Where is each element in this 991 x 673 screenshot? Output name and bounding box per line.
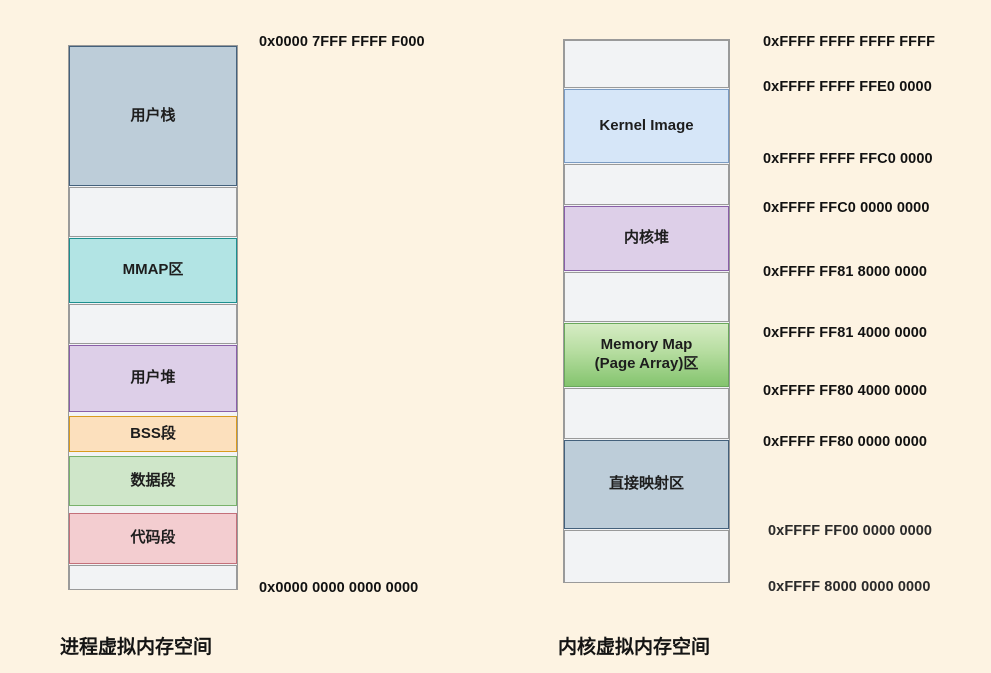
addr-k-4: 0xFFFF FFC0 0000 0000 <box>763 200 930 216</box>
region-label-memory-map-area: Memory Map (Page Array)区 <box>594 336 699 372</box>
addr-stack-top: 0x0000 7FFF FFFF F000 <box>259 34 425 50</box>
region-gap-2 <box>69 304 237 344</box>
region-label-user-stack: 用户栈 <box>130 106 176 124</box>
region-mmap-area: MMAP区 <box>69 238 237 303</box>
region-gap-a <box>564 164 729 205</box>
addr-k-3: 0xFFFF FFFF FFC0 0000 <box>763 151 933 167</box>
addr-k-1: 0xFFFF FFFF FFFF FFFF <box>763 34 936 50</box>
region-data-segment: 数据段 <box>69 456 237 506</box>
region-direct-map-area: 直接映射区 <box>564 440 729 529</box>
kernel-space-caption: 内核虚拟内存空间 <box>558 637 711 658</box>
addr-k-7: 0xFFFF FF80 4000 0000 <box>763 383 928 399</box>
region-label-text-segment: 代码段 <box>130 529 176 547</box>
region-label-direct-map-area: 直接映射区 <box>608 475 684 493</box>
region-label-bss-segment: BSS段 <box>130 424 176 442</box>
region-kernel-image: Kernel Image <box>564 89 729 163</box>
region-text-segment: 代码段 <box>69 513 237 564</box>
addr-k-2: 0xFFFF FFFF FFE0 0000 <box>763 79 932 95</box>
region-gap-bottom <box>564 530 729 583</box>
region-label-kernel-heap: 内核堆 <box>623 229 669 247</box>
region-gap-top <box>564 40 729 88</box>
region-label-user-heap: 用户堆 <box>130 369 176 387</box>
region-bss-segment: BSS段 <box>69 416 237 452</box>
region-user-heap: 用户堆 <box>69 345 237 412</box>
region-kernel-heap: 内核堆 <box>564 206 729 271</box>
addr-k-8: 0xFFFF FF80 0000 0000 <box>763 434 928 450</box>
region-label-kernel-image: Kernel Image <box>599 116 694 134</box>
addr-k-5: 0xFFFF FF81 8000 0000 <box>763 264 928 280</box>
region-label-mmap-area: MMAP区 <box>122 261 184 279</box>
addr-k-6: 0xFFFF FF81 4000 0000 <box>763 325 928 341</box>
region-gap-c <box>564 388 729 439</box>
region-memory-map-area: Memory Map (Page Array)区 <box>564 323 729 387</box>
region-gap-b <box>564 272 729 322</box>
addr-k-10: 0xFFFF 8000 0000 0000 <box>768 579 931 595</box>
addr-k-9: 0xFFFF FF00 0000 0000 <box>768 523 933 539</box>
process-space-caption: 进程虚拟内存空间 <box>60 637 213 658</box>
addr-space-bottom: 0x0000 0000 0000 0000 <box>259 580 419 596</box>
region-label-data-segment: 数据段 <box>130 471 176 489</box>
region-gap-3 <box>69 565 237 590</box>
region-user-stack: 用户栈 <box>69 46 237 186</box>
region-gap-1 <box>69 187 237 237</box>
